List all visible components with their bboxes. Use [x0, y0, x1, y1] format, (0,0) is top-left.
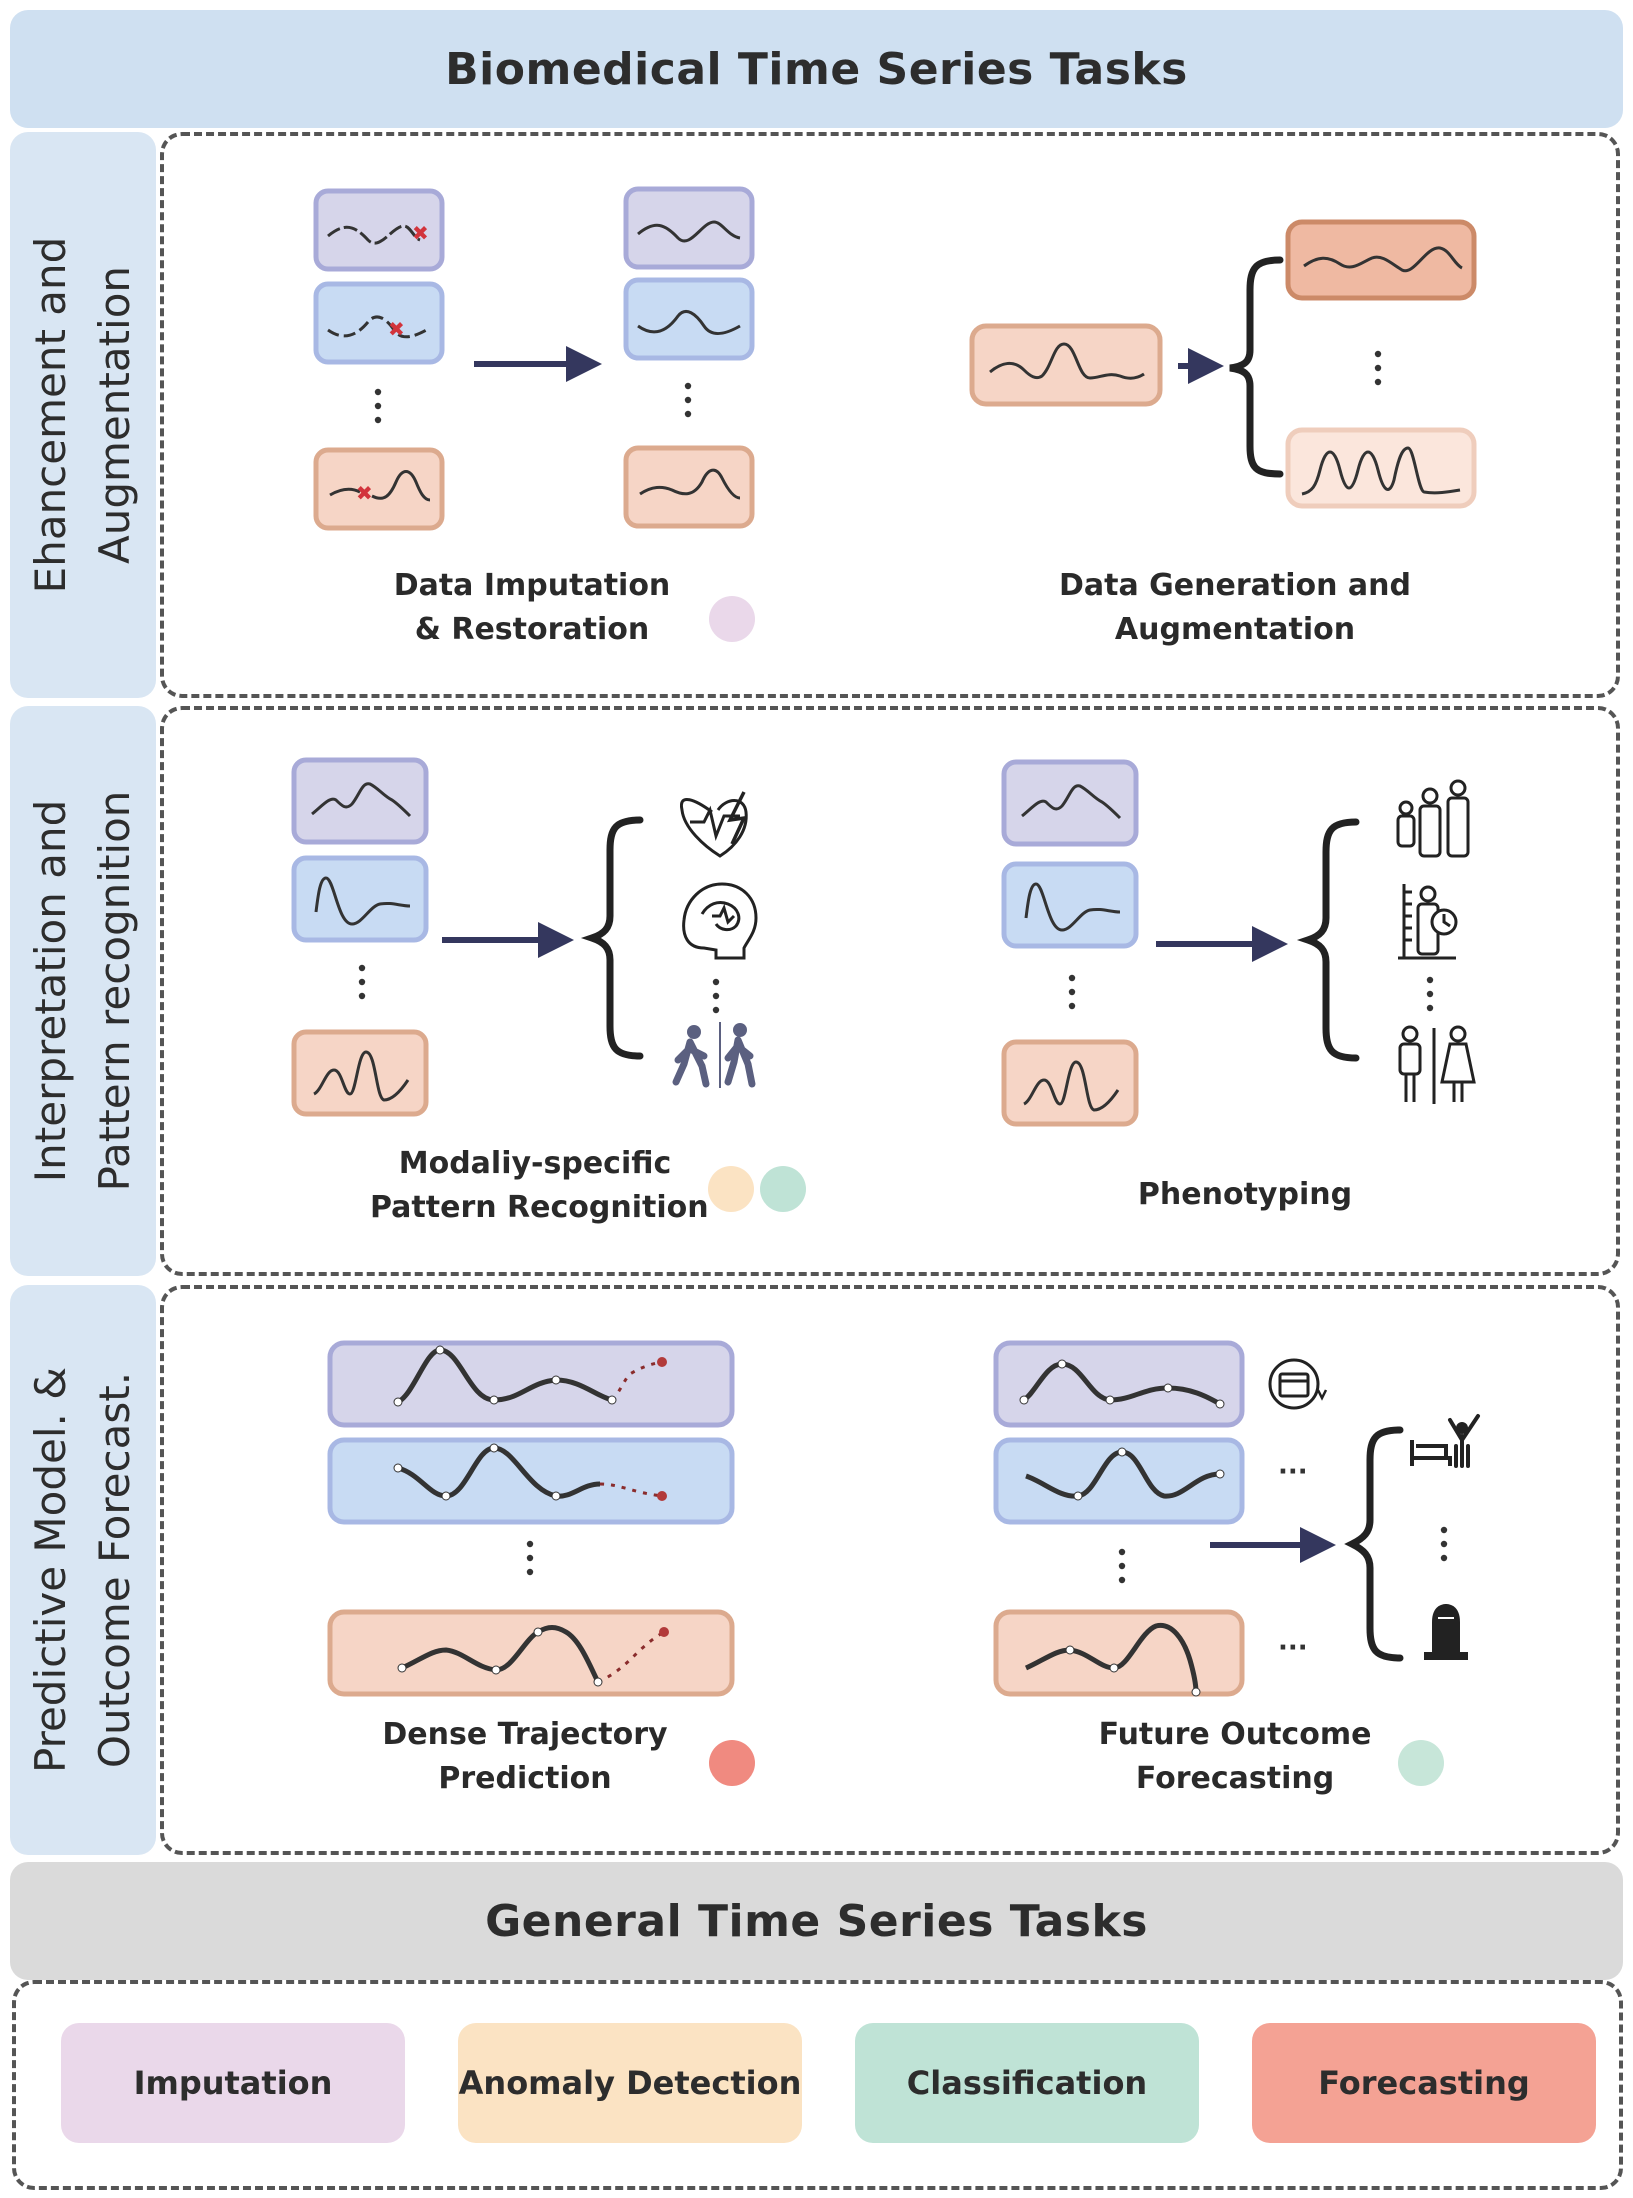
brace-icon [580, 816, 644, 1060]
modality-input-series [291, 757, 429, 1117]
task-classification: Classification [855, 2023, 1199, 2143]
caption-line: Data Imputation [393, 568, 671, 603]
phenotyping-input-series [1001, 759, 1139, 1127]
task-forecasting: Forecasting [1252, 2023, 1596, 2143]
missing-marker-icon: ✖ [388, 317, 405, 341]
male-female-icon [1398, 1025, 1476, 1104]
calendar-icon [1268, 1358, 1328, 1410]
task-anomaly-detection: Anomaly Detection [458, 2023, 802, 2143]
missing-marker-icon: ✖ [356, 481, 373, 505]
caption-line: Modaliy-specific [398, 1146, 672, 1181]
ellipsis-icon: ··· [1278, 1633, 1308, 1663]
caption-line: Data Generation and [1058, 568, 1411, 603]
dense-trajectory-series [327, 1340, 735, 1697]
missing-marker-icon: ✖ [412, 221, 429, 245]
imputation-output-series [623, 186, 755, 529]
future-outcome-series [993, 1340, 1245, 1697]
caption-line: Phenotyping [1137, 1177, 1353, 1212]
task-label: Anomaly Detection [458, 2064, 802, 2102]
task-dot-classification [760, 1166, 806, 1212]
caption-data-imputation: Data Imputation & Restoration [392, 564, 672, 652]
biomedical-title-banner: Biomedical Time Series Tasks [10, 10, 1623, 128]
brace-icon [1229, 256, 1284, 478]
task-label: Forecasting [1318, 2064, 1530, 2102]
caption-line: Prediction [438, 1761, 612, 1796]
caption-line: Future Outcome [1098, 1717, 1372, 1752]
caption-line: Pattern Recognition [370, 1190, 709, 1225]
general-title-banner: General Time Series Tasks [10, 1862, 1623, 1980]
tombstone-icon [1424, 1604, 1468, 1660]
task-imputation: Imputation [61, 2023, 405, 2143]
caption-line: Augmentation [1114, 612, 1356, 647]
imputation-input-series: ✖ ✖ ✖ [313, 188, 445, 531]
caption-data-generation: Data Generation and Augmentation [1050, 564, 1420, 652]
ellipsis-icon: ··· [1278, 1457, 1308, 1487]
generation-diagram [969, 219, 1477, 509]
task-dot-classification [1398, 1740, 1444, 1786]
section-tab-interpretation: Interpretation and Pattern recognition [10, 706, 156, 1276]
biomedical-title: Biomedical Time Series Tasks [445, 43, 1188, 95]
task-dot-anomaly [708, 1166, 754, 1212]
caption-line: Dense Trajectory [382, 1717, 668, 1752]
brace-icon [1296, 818, 1360, 1062]
task-dot-imputation [709, 596, 755, 642]
walking-gait-icon [672, 1022, 756, 1088]
caption-modality-specific: Modaliy-specific Pattern Recognition [370, 1142, 709, 1230]
brace-icon [1344, 1426, 1404, 1662]
caption-phenotyping: Phenotyping [1120, 1173, 1370, 1217]
height-age-icon [1398, 884, 1458, 960]
section-tab-predictive: Predictive Model. & Outcome Forecast. [10, 1285, 156, 1855]
brain-icon [682, 882, 758, 960]
task-dot-forecasting [709, 1740, 755, 1786]
caption-line: Forecasting [1135, 1761, 1335, 1796]
family-icon [1396, 779, 1470, 858]
hospital-bed-recovery-icon [1410, 1414, 1480, 1468]
task-label: Imputation [133, 2064, 333, 2102]
general-title: General Time Series Tasks [485, 1895, 1148, 1947]
task-label: Classification [906, 2064, 1148, 2102]
heart-ecg-icon [679, 791, 748, 858]
caption-line: & Restoration [414, 612, 650, 647]
caption-dense-trajectory: Dense Trajectory Prediction [380, 1713, 670, 1801]
caption-future-outcome: Future Outcome Forecasting [1090, 1713, 1380, 1801]
section-tab-enhancement: Ehancement and Augmentation [10, 132, 156, 698]
